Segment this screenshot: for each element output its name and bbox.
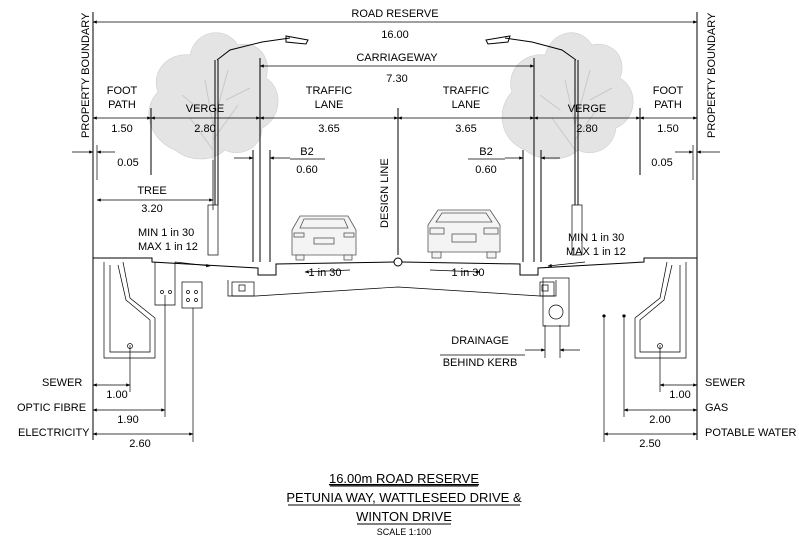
- road-profile: [93, 257, 697, 297]
- optic-fibre-left-dim: 1.90: [117, 414, 138, 426]
- electricity-left: ELECTRICITY: [18, 427, 90, 439]
- title-block: 16.00m ROAD RESERVE PETUNIA WAY, WATTLES…: [286, 471, 522, 537]
- verge-left: VERGE: [186, 103, 225, 115]
- lane-right-width: 3.65: [455, 123, 476, 135]
- tree-left: [148, 32, 279, 200]
- offset-left: 0.05: [117, 157, 138, 169]
- crossfall-right: 1 in 30: [451, 267, 484, 279]
- sewer-right-dim: 1.00: [669, 389, 690, 401]
- service-trenches: [103, 261, 687, 359]
- verge-left-width: 2.80: [194, 123, 215, 135]
- traffic-right-2: LANE: [452, 99, 481, 111]
- car-left: [291, 215, 357, 261]
- optic-fibre-left: OPTIC FIBRE: [17, 402, 86, 414]
- behind-kerb-label: BEHIND KERB: [443, 357, 518, 369]
- slope-right-min: MIN 1 in 30: [568, 232, 624, 244]
- carriageway-width: 7.30: [386, 73, 407, 85]
- potable-water-right-dim: 2.50: [639, 438, 660, 450]
- slope-left-max: MAX 1 in 12: [138, 241, 198, 253]
- verge-right: VERGE: [568, 103, 607, 115]
- slope-right-max: MAX 1 in 12: [566, 246, 626, 258]
- traffic-left-1: TRAFFIC: [306, 85, 352, 97]
- street-light-left: [207, 35, 309, 256]
- foot-path-left-2: PATH: [108, 99, 136, 111]
- tree-right: [501, 32, 634, 205]
- car-right: [427, 209, 501, 259]
- traffic-left-2: LANE: [315, 99, 344, 111]
- foot-path-left-1: FOOT: [107, 85, 138, 97]
- b2-right: B2: [479, 146, 492, 158]
- verge-right-width: 2.80: [576, 123, 597, 135]
- labels: ROAD RESERVE 16.00 CARRIAGEWAY 7.30 PROP…: [17, 8, 797, 450]
- street-light-right: [485, 35, 583, 256]
- b2-left-width: 0.60: [296, 164, 317, 176]
- property-boundary-right: PROPERTY BOUNDARY: [706, 12, 718, 138]
- gas-right: GAS: [705, 402, 728, 414]
- foot-path-right-width: 1.50: [657, 123, 678, 135]
- title-line-3: WINTON DRIVE: [356, 509, 452, 524]
- traffic-right-1: TRAFFIC: [443, 85, 489, 97]
- b2-left: B2: [300, 146, 313, 158]
- carriageway-label: CARRIAGEWAY: [356, 52, 438, 64]
- tree-label: TREE: [137, 185, 166, 197]
- dimension-lines: [72, 20, 720, 442]
- foot-path-left-width: 1.50: [111, 123, 132, 135]
- title-line-2: PETUNIA WAY, WATTLESEED DRIVE &: [286, 490, 522, 505]
- road-reserve-width: 16.00: [381, 29, 409, 41]
- b2-right-width: 0.60: [475, 164, 496, 176]
- drainage-label: DRAINAGE: [451, 335, 508, 347]
- property-boundary-left: PROPERTY BOUNDARY: [80, 12, 92, 138]
- title-line-1: 16.00m ROAD RESERVE: [329, 471, 479, 486]
- crossfall-left: 1 in 30: [308, 267, 341, 279]
- design-line: DESIGN LINE: [379, 158, 391, 228]
- tree-offset: 3.20: [141, 203, 162, 215]
- offset-right: 0.05: [651, 157, 672, 169]
- lane-left-width: 3.65: [318, 123, 339, 135]
- electricity-left-dim: 2.60: [129, 438, 150, 450]
- sewer-right: SEWER: [705, 377, 745, 389]
- scale-label: SCALE 1:100: [377, 527, 432, 537]
- sewer-left: SEWER: [42, 377, 82, 389]
- foot-path-right-1: FOOT: [653, 85, 684, 97]
- slope-left-min: MIN 1 in 30: [138, 227, 194, 239]
- foot-path-right-2: PATH: [654, 99, 682, 111]
- sewer-left-dim: 1.00: [106, 389, 127, 401]
- potable-water-right: POTABLE WATER: [705, 427, 797, 439]
- road-reserve-label: ROAD RESERVE: [351, 8, 438, 20]
- gas-right-dim: 2.00: [649, 414, 670, 426]
